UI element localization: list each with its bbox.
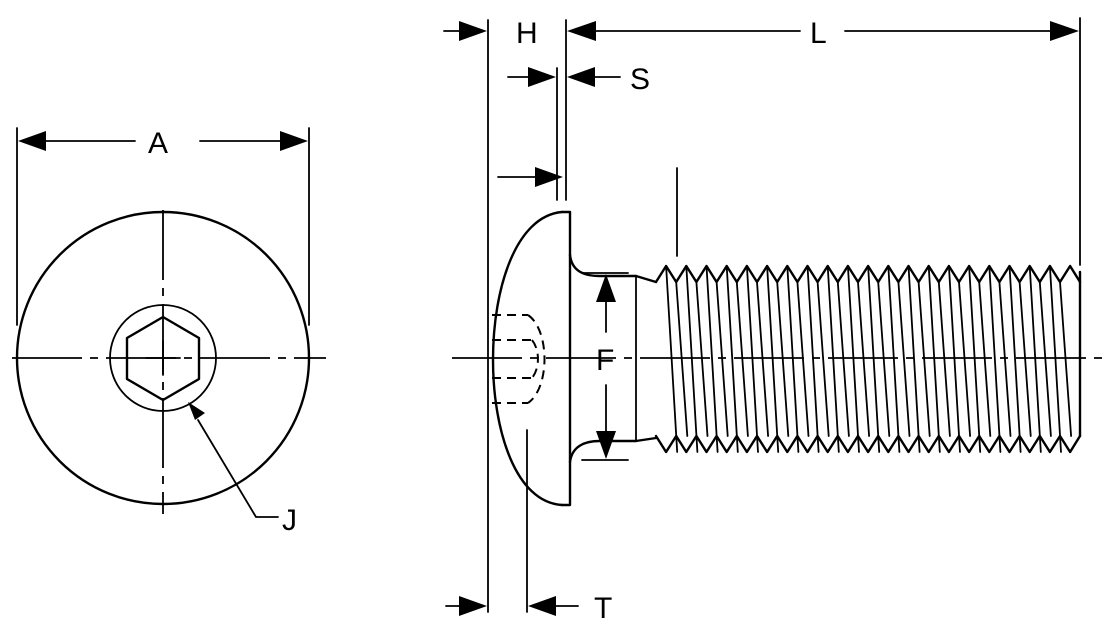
- dim-h-arrow: [459, 21, 487, 41]
- dim-s-label: S: [630, 63, 650, 96]
- dim-l-arrow-left: [567, 21, 596, 41]
- dim-t-arrow-right: [528, 596, 556, 616]
- thread-crest-line: [1049, 265, 1062, 453]
- thread-root-line: [897, 281, 911, 437]
- dim-a-arrow-right: [280, 131, 308, 151]
- thread-crest-line: [725, 265, 739, 453]
- thread-root-line: [877, 281, 891, 437]
- dim-h-label: H: [516, 17, 538, 50]
- thread-crest-bottom: [634, 436, 658, 443]
- thread-root-line: [978, 281, 992, 437]
- thread-root-line: [1038, 281, 1052, 437]
- thread-crest-line: [948, 265, 961, 453]
- thread-root-line: [958, 281, 971, 437]
- dim-j-leader: [197, 419, 279, 518]
- thread-root-line: [776, 281, 790, 437]
- thread-crest-line: [907, 265, 921, 453]
- thread-lines: [654, 264, 1082, 454]
- thread-crest-line: [968, 265, 982, 453]
- thread-crest-line: [988, 265, 1002, 453]
- dim-a-arrow-left: [18, 131, 46, 151]
- thread-crest-line: [705, 265, 719, 453]
- side-view: H L S F T: [443, 17, 1110, 625]
- thread-crest-line: [685, 265, 699, 453]
- thread-root-line: [836, 281, 850, 437]
- dim-t-label: T: [594, 592, 612, 625]
- thread-crest-line: [927, 265, 941, 453]
- thread-root-line: [756, 281, 769, 437]
- button-head-dome: [491, 210, 564, 507]
- dim-j-arrow: [188, 402, 205, 420]
- thread-root-line: [1018, 281, 1032, 437]
- thread-crest-line: [826, 265, 840, 453]
- dim-t-arrow-left: [459, 596, 487, 616]
- thread-crest-line: [1008, 265, 1022, 453]
- thread-root-line: [695, 281, 709, 437]
- dim-s-arrow-left: [528, 67, 556, 87]
- thread-crest-top: [634, 274, 658, 284]
- thread-root-line: [816, 281, 830, 437]
- thread-root-line: [735, 281, 749, 437]
- thread-root-line: [937, 281, 951, 437]
- thread-root-line: [715, 281, 729, 437]
- thread-crest-line: [1028, 265, 1042, 453]
- dim-a-label: A: [148, 127, 168, 160]
- dim-f-arrow-top: [596, 274, 616, 302]
- thread-root-line: [857, 281, 870, 437]
- dim-flange-arrow: [535, 167, 563, 187]
- dim-l-label: L: [810, 17, 827, 50]
- thread-crest-line: [867, 265, 881, 453]
- thread-root-line: [796, 281, 810, 437]
- thread-crest-line: [887, 265, 901, 453]
- thread-crest-line: [847, 265, 860, 453]
- thread-root-line: [675, 281, 689, 437]
- thread-crest-line: [665, 265, 679, 453]
- hidden-socket-lines: [492, 314, 546, 404]
- dim-s-arrow-right: [567, 67, 595, 87]
- thread-crest-line: [746, 265, 759, 453]
- dim-f-arrow-bottom: [596, 431, 616, 459]
- thread-root-line: [998, 281, 1012, 437]
- dim-l-arrow-right: [1050, 21, 1079, 41]
- thread-profile-top: [654, 264, 1082, 284]
- end-view: A J: [12, 127, 326, 537]
- dim-j-label: J: [282, 504, 297, 537]
- thread-crest-line: [806, 265, 820, 453]
- thread-root-line: [1059, 281, 1072, 437]
- thread-root-line: [917, 281, 931, 437]
- dim-f-label: F: [596, 344, 614, 377]
- thread-profile-bottom: [654, 434, 1082, 454]
- thread-crest-line: [786, 265, 800, 453]
- thread-crest-line: [766, 265, 780, 453]
